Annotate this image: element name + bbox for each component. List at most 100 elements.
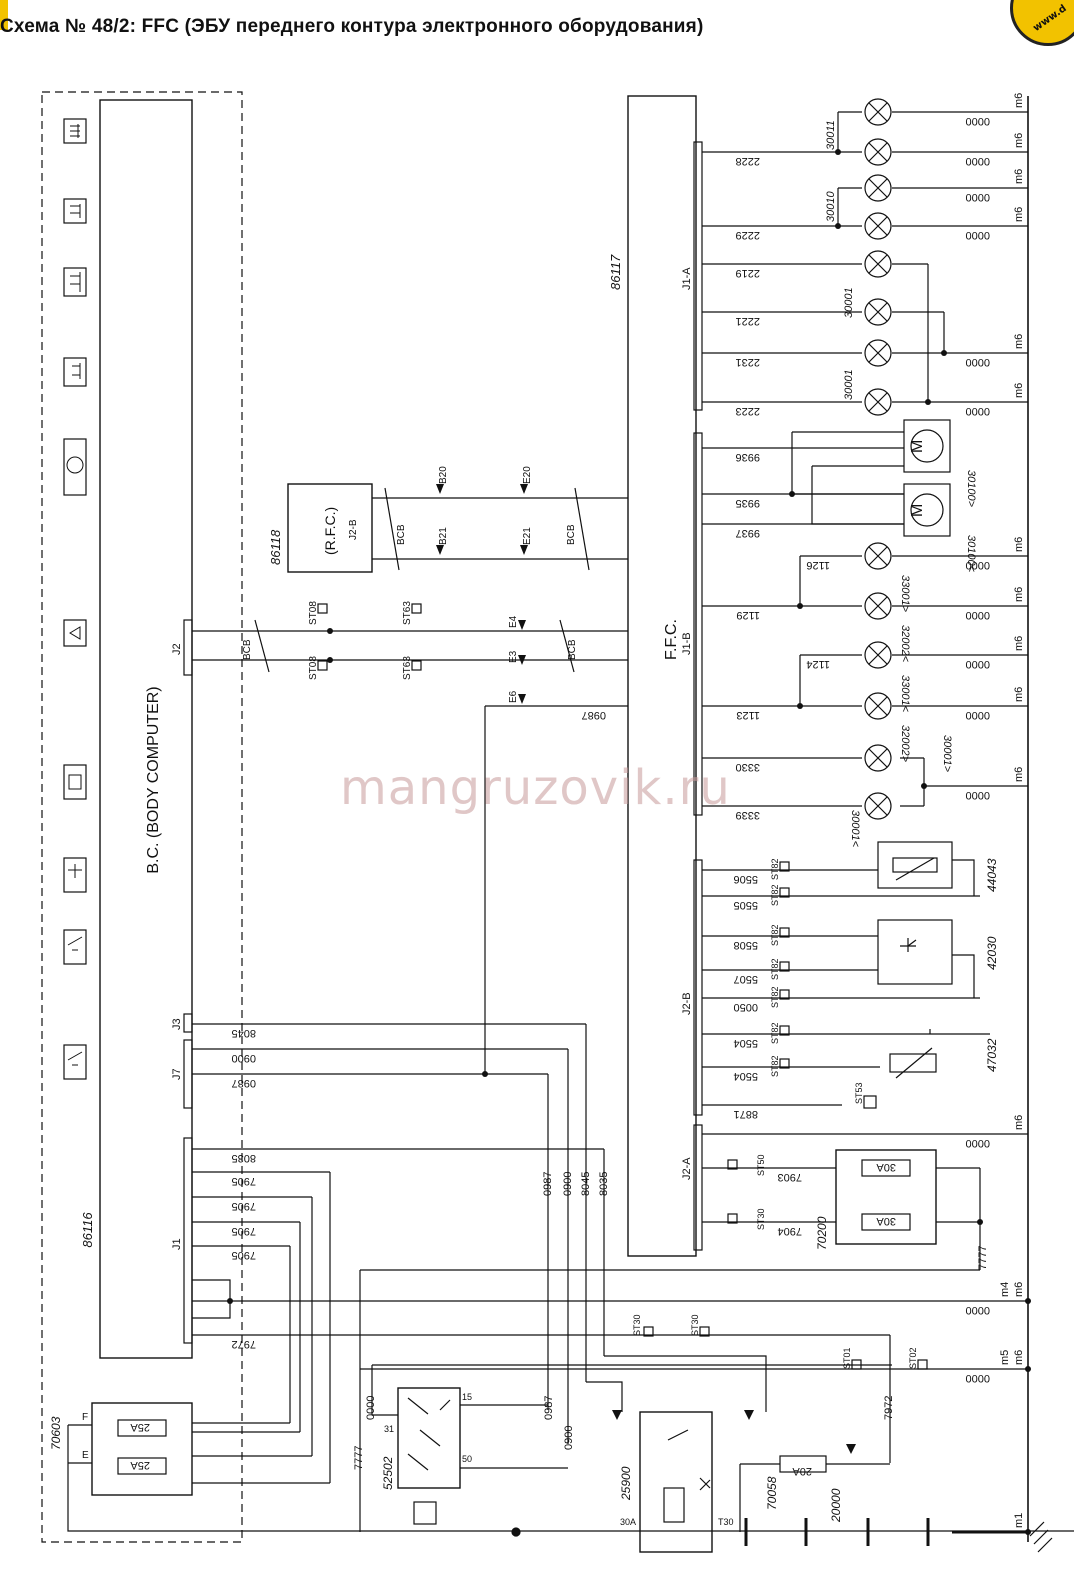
wire-5507: 5507	[734, 973, 758, 985]
wire-0000-5: 0000	[966, 356, 990, 368]
vwire-8035: 8035	[598, 1172, 610, 1196]
fuse-20a-wires	[739, 1463, 890, 1532]
bc-icon-glyphs	[66, 124, 84, 1066]
wire-0000-14: 0000	[966, 1372, 990, 1384]
ground-rows	[360, 1368, 1053, 1553]
conn-j2a: J2-A	[681, 1157, 693, 1180]
conn-j2b: J2-B	[681, 992, 693, 1015]
wire-0000-6: 0000	[966, 405, 990, 417]
wire-5504-a: 5504	[734, 1037, 758, 1049]
wire-5506: 5506	[734, 873, 758, 885]
splice-st82-3: ST82	[770, 924, 780, 946]
ffc-connectors	[693, 141, 703, 1251]
ignition-pin-31: 31	[384, 1424, 394, 1434]
relay-signal-arrows	[612, 1410, 856, 1454]
wire-7905-b: 7905	[232, 1200, 256, 1212]
conn-j1a: J1-A	[681, 267, 693, 290]
ground-junctions	[1025, 1298, 1031, 1535]
motors	[791, 419, 951, 537]
fuse-30a-a: 30A	[876, 1161, 896, 1173]
fuse-30a-b: 30A	[876, 1215, 896, 1227]
ground-m6-10: m6	[1013, 687, 1025, 702]
splice-st82-1: ST82	[770, 858, 780, 880]
wire-5505: 5505	[734, 899, 758, 911]
lamp-code-30011: 30011	[825, 120, 837, 150]
ground-m4: m4	[999, 1282, 1011, 1297]
ffc-module-box	[627, 95, 697, 1257]
wire-0000-8: 0000	[966, 609, 990, 621]
lamp-code-30001-a: 30001	[843, 287, 855, 318]
sig-e6: E6	[508, 690, 519, 703]
ground-m6-14: m6	[1013, 1350, 1025, 1365]
wire-0900-b: 0900	[563, 1426, 575, 1450]
unit-42030: 42030	[985, 936, 999, 970]
motor-code-b: 30100<	[965, 535, 977, 573]
ignition-contacts	[371, 1364, 892, 1525]
relay-pin-t30: T30	[718, 1517, 734, 1527]
lamp-links	[837, 111, 945, 807]
splice-st82-4: ST82	[770, 958, 780, 980]
wire-9937: 9937	[736, 527, 760, 539]
splice-st82-6: ST82	[770, 1022, 780, 1044]
conn-j7-left: J7	[171, 1068, 183, 1080]
lamp-code-30001-b: 30001	[843, 369, 855, 400]
bc-dashed-frame	[41, 91, 243, 1543]
wire-0000-2: 0000	[966, 155, 990, 167]
ground-m1: m1	[1013, 1513, 1025, 1528]
battery-code: 20000	[829, 1488, 843, 1523]
wire-7904: 7904	[778, 1225, 802, 1237]
fuse-20a-label: 20A	[792, 1465, 812, 1477]
splices-left	[317, 603, 422, 671]
sig-e20: E20	[522, 466, 533, 484]
ffc-code: 86117	[608, 254, 623, 290]
bc-indicator-icons	[63, 118, 87, 1080]
splice-st63-b: ST63	[402, 656, 413, 680]
ground-m6-7: m6	[1013, 537, 1025, 552]
conn-j2-left: J2	[171, 643, 183, 655]
wire-0900: 0900	[232, 1052, 256, 1064]
ffc-label: F.F.C.	[663, 619, 680, 660]
wire-7972: 7972	[232, 1338, 256, 1350]
rfc-module-box	[287, 483, 373, 573]
splice-st53: ST53	[854, 1082, 864, 1104]
rfc-code: 86118	[268, 529, 283, 565]
wire-2229: 2229	[736, 229, 760, 241]
sig-e3: E3	[508, 650, 519, 663]
wire-9936: 9936	[736, 451, 760, 463]
fuse-box-code: 70603	[49, 1416, 63, 1450]
wire-0000-ign: 0000	[365, 1396, 377, 1420]
relay-box-fuses	[359, 1159, 981, 1532]
wire-9935: 9935	[736, 497, 760, 509]
ground-m6-11: m6	[1013, 767, 1025, 782]
fuse-box-70603	[91, 1402, 193, 1496]
fuse-box-pin-e: E	[82, 1450, 89, 1461]
battery-20000	[744, 1518, 930, 1546]
wire-2223: 2223	[736, 405, 760, 417]
ground-m6-9: m6	[1013, 636, 1025, 651]
fuse-20a-code: 70058	[765, 1476, 779, 1510]
bcb-label-1: BCB	[242, 639, 253, 660]
fuse-box-pin-f: F	[82, 1412, 88, 1423]
ignition-pin-15: 15	[462, 1392, 472, 1402]
relay-pin-30a: 30A	[620, 1517, 636, 1527]
wire-0000-1: 0000	[966, 115, 990, 127]
ground-m6-4: m6	[1013, 207, 1025, 222]
fuse-25a-b: 25A	[130, 1459, 150, 1471]
ground-m6-1: m6	[1013, 93, 1025, 108]
wire-3339: 3339	[736, 809, 760, 821]
ground-m6-6: m6	[1013, 383, 1025, 398]
wire-0000-7: 0000	[966, 559, 990, 571]
splice-st63-a: ST63	[402, 601, 413, 625]
wire-8045: 8045	[232, 1027, 256, 1039]
lamp-code-32002-r: 32002>	[899, 725, 911, 763]
relay-box-code: 70200	[815, 1216, 829, 1250]
wire-2228: 2228	[736, 155, 760, 167]
wire-0050: 0050	[734, 1001, 758, 1013]
ignition-switch-52502	[397, 1387, 461, 1489]
wire-0000-13: 0000	[966, 1304, 990, 1316]
splice-st82-5: ST82	[770, 986, 780, 1008]
lamp-code-32002-l: 32002<	[899, 625, 911, 663]
wire-7972-b: 7972	[883, 1396, 895, 1420]
ffc-output-wires	[702, 151, 1028, 1223]
